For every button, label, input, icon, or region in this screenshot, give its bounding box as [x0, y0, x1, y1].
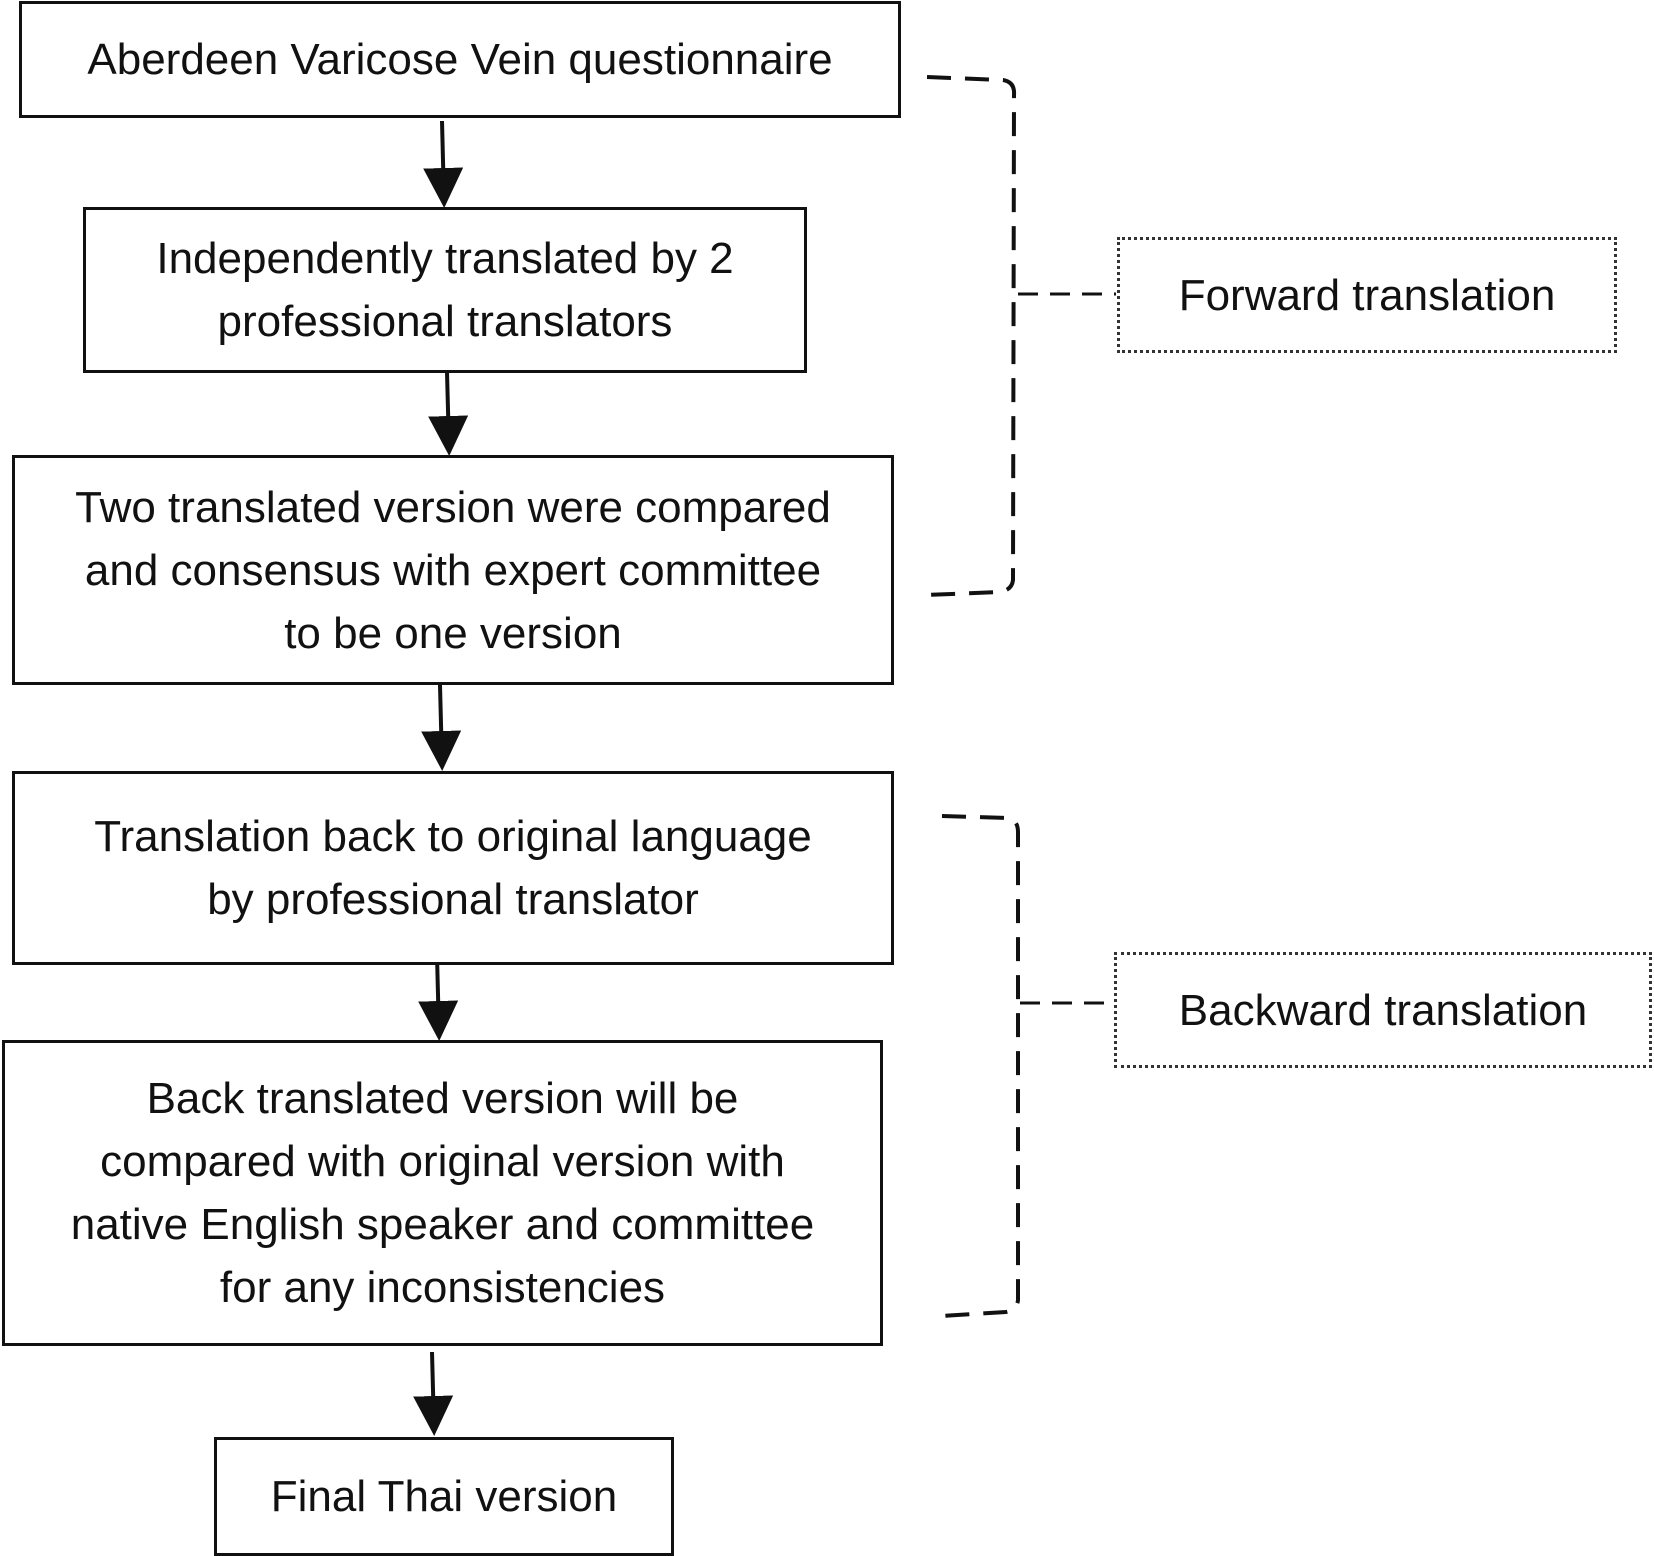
arrow-step4-to-step5 [418, 955, 459, 1041]
arrow-step2-to-step3 [428, 371, 469, 456]
step-6-label: Final Thai version [270, 1472, 618, 1521]
step-1-source-questionnaire: Aberdeen Varicose Vein questionnaire [19, 1, 901, 118]
step-1-label: Aberdeen Varicose Vein questionnaire [87, 35, 833, 84]
step-5-label: Back translated version will be compared… [70, 1074, 815, 1312]
step-3-label: Two translated version were compared and… [75, 482, 831, 658]
step-4-back-translation: Translation back to original language by… [12, 771, 894, 965]
step-6-final-version: Final Thai version [214, 1437, 674, 1556]
step-2-independent-translation: Independently translated by 2 profession… [83, 207, 807, 373]
forward-bracket [925, 75, 1017, 597]
backward-translation-phase-label: Backward translation [1114, 952, 1652, 1068]
step-4-label: Translation back to original language by… [94, 812, 812, 924]
forward-translation-text: Forward translation [1178, 270, 1556, 320]
arrow-step3-to-step4 [421, 684, 462, 771]
backward-translation-text: Backward translation [1178, 985, 1588, 1035]
step-3-consensus-version: Two translated version were compared and… [12, 455, 894, 685]
step-5-comparison-review: Back translated version will be compared… [2, 1040, 883, 1346]
forward-translation-phase-label: Forward translation [1117, 237, 1617, 353]
backward-bracket [941, 814, 1020, 1318]
step-2-label: Independently translated by 2 profession… [156, 234, 734, 346]
arrow-step1-to-step2 [423, 120, 464, 208]
arrow-step5-to-step6 [413, 1351, 454, 1436]
